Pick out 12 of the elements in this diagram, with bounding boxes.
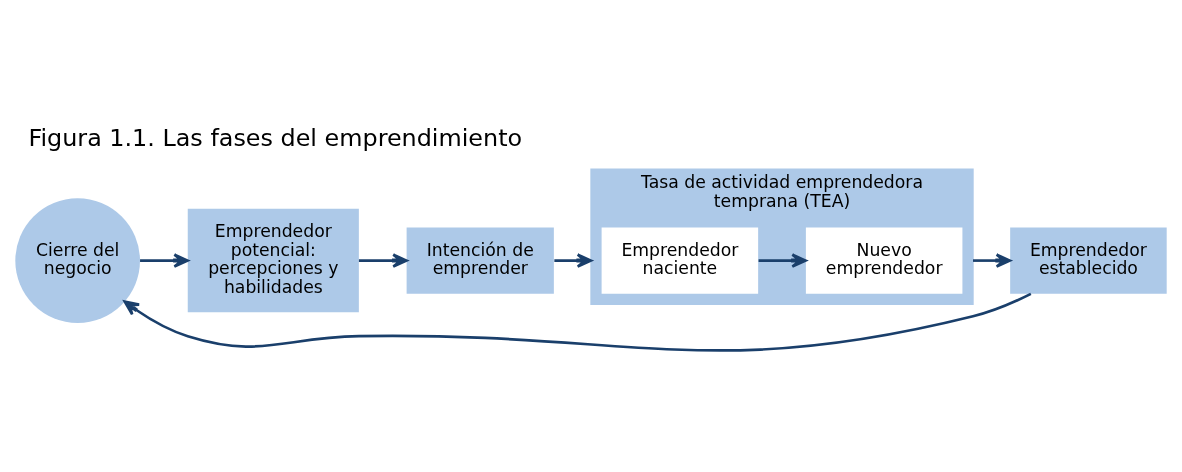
diagram-title: Figura 1.1. Las fases del emprendimiento [28, 123, 523, 152]
node-box: Nuevo emprendedor [805, 227, 963, 294]
arrow [123, 292, 1032, 352]
node-box: Emprendedor naciente [601, 227, 759, 294]
arrow [973, 253, 1012, 268]
node-box: Emprendedor potencial: percepciones y habilidades [187, 208, 359, 313]
node-box: Emprendedor establecido [1010, 227, 1167, 294]
arrow [140, 253, 189, 268]
node-box: Intención de emprender [406, 227, 554, 294]
arrow [554, 253, 593, 268]
arrow [358, 253, 408, 268]
arrow [758, 253, 807, 268]
